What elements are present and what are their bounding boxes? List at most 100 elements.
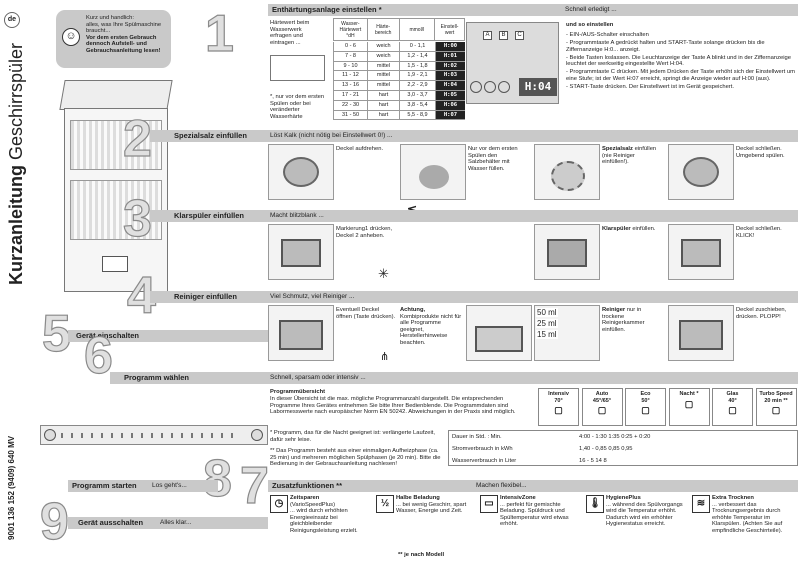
side-title-strip: de Kurzanleitung Geschirrspüler 9001 136… bbox=[2, 0, 26, 567]
drying-icon: ≋ bbox=[692, 495, 710, 513]
section7-right-title: Machen flexibel... bbox=[476, 482, 527, 489]
hardness-hint: Härtewert beim Wasserwerk erfragen und e… bbox=[270, 20, 310, 46]
section3-title: Klarspüler einfüllen bbox=[174, 211, 245, 220]
hardness-table-cell: 5,5 - 8,9 bbox=[399, 110, 435, 120]
program-name: Turbo Speed bbox=[759, 391, 793, 397]
program-temperature: 40° bbox=[728, 397, 737, 404]
program-overview-title: Programmübersicht bbox=[270, 389, 326, 395]
rinse-step2-text: Klarspüler einfüllen. bbox=[602, 226, 656, 232]
section1-right-title: Schnell erledigt ... bbox=[565, 6, 617, 13]
hardness-setting-cell: H:07 bbox=[435, 110, 465, 120]
salt-step4-text: Deckel schließen. Umgebend spülen. bbox=[736, 146, 785, 159]
detergent-fill-illustration bbox=[466, 305, 532, 361]
program-symbol-icon: ▢ bbox=[728, 405, 737, 415]
step-number-8: 8 bbox=[202, 450, 232, 508]
duration-values: 4:00 - 1:30 1:35 0:25 + 0:20 bbox=[579, 434, 651, 440]
duration-label: Dauer in Std. : Min. bbox=[452, 434, 502, 440]
hardness-table-cell: mittel bbox=[367, 71, 399, 81]
salt-step1-text: Deckel aufdrehen. bbox=[336, 146, 384, 152]
rinse-aid-open-illustration bbox=[268, 224, 334, 280]
energy-values: 1,40 - 0,85 0,85 0,95 bbox=[579, 446, 633, 452]
section6-subtitle: Schnell, sparsam oder intensiv ... bbox=[270, 374, 366, 381]
table-header-cell: mmol/l bbox=[398, 18, 436, 41]
energy-label: Stromverbrauch in kWh bbox=[452, 446, 513, 452]
setup-step: - Beide Tasten loslassen. Die Leuchtanze… bbox=[566, 54, 791, 68]
start-button[interactable] bbox=[251, 429, 263, 441]
table-header-cell: Härte-bereich bbox=[366, 18, 400, 41]
turbo-program-note: ** Das Programm besteht aus einer einmal… bbox=[270, 448, 441, 468]
section5-title: Gerät einschalten bbox=[76, 331, 139, 340]
hardness-table-cell: 1,5 - 1,8 bbox=[399, 61, 435, 71]
hardness-table-cell: 31 - 50 bbox=[333, 110, 367, 120]
intro-line1: Kurz und handlich: bbox=[86, 15, 135, 21]
program-option: Nacht *▢ bbox=[668, 388, 710, 426]
hardness-table-header: Wasser-Härtewert °dH Härte-bereich mmol/… bbox=[333, 18, 465, 41]
salt-lid-illustration bbox=[268, 144, 334, 200]
hardness-setting-cell: H:03 bbox=[435, 71, 465, 81]
dishwasher-illustration bbox=[59, 80, 173, 292]
spray-icon: ⋔ bbox=[380, 351, 390, 363]
hardness-table-cell: 0 - 1,1 bbox=[399, 42, 435, 51]
step-number-2: 2 bbox=[122, 110, 152, 168]
document-title: Kurzanleitung Geschirrspüler bbox=[6, 42, 26, 285]
hardness-entry-field[interactable] bbox=[270, 55, 325, 81]
section1-header: Enthärtungsanlage einstellen * Schnell e… bbox=[268, 4, 798, 16]
table-header-cell: Einstell-wert bbox=[434, 18, 465, 41]
salt-close-illustration bbox=[668, 144, 734, 200]
program-button-b[interactable] bbox=[484, 81, 496, 93]
hardness-setting-cell: H:04 bbox=[435, 81, 465, 90]
hardness-setting-cell: H:05 bbox=[435, 90, 465, 100]
program-name: Nacht * bbox=[679, 391, 699, 397]
section2-subtitle: Löst Kalk (nicht nötig bei Einstellwert … bbox=[270, 132, 393, 139]
hardness-table-cell: 1,2 - 1,4 bbox=[399, 51, 435, 61]
program-name: Auto bbox=[595, 391, 609, 397]
hardness-table-cell: 13 - 16 bbox=[333, 81, 367, 90]
sparkle-icon: ✳ bbox=[378, 266, 389, 281]
hardness-table-cell: weich bbox=[367, 42, 399, 51]
hardness-table-cell: 1,9 - 2,1 bbox=[399, 71, 435, 81]
control-panel-illustration: A B C H:04 bbox=[466, 22, 559, 104]
program-temperature: 50° bbox=[641, 397, 650, 404]
section8-header: Programm starten Los geht's... bbox=[68, 480, 218, 492]
clock-icon: ◷ bbox=[270, 495, 288, 513]
section5-header: Gerät einschalten bbox=[68, 330, 268, 342]
program-button-c[interactable] bbox=[498, 81, 510, 93]
hardness-setting-cell: H:02 bbox=[435, 61, 465, 71]
section4-title: Reiniger einfüllen bbox=[174, 292, 237, 301]
hardness-table-cell: 17 - 21 bbox=[333, 90, 367, 100]
step-number-9: 9 bbox=[39, 493, 69, 551]
section6-title: Programm wählen bbox=[124, 373, 190, 382]
hardness-table-cell: mittel bbox=[367, 61, 399, 71]
step-number-7: 7 bbox=[239, 457, 269, 515]
language-badge: de bbox=[4, 12, 20, 28]
rinse-aid-fill-illustration bbox=[534, 224, 600, 280]
digit-display: H:04 bbox=[519, 78, 557, 96]
measure-25ml: 25 ml bbox=[536, 319, 558, 328]
measure-15ml: 15 ml bbox=[536, 330, 558, 339]
extra-item-3: IntensivZone... perfekt für gemischte Be… bbox=[500, 495, 569, 528]
detergent-step3-text: Reiniger nur in trockene Reinigerkammer … bbox=[602, 307, 645, 333]
setup-step: - EIN-/AUS-Schalter einschalten bbox=[566, 32, 649, 38]
hardness-table-cell: weich bbox=[367, 51, 399, 61]
program-overview-text: In dieser Übersicht ist die max. möglich… bbox=[270, 396, 516, 416]
hardness-table-cell: 2,2 - 2,9 bbox=[399, 81, 435, 90]
detergent-step1-text: Eventuell Deckel öffnen (Taste drücken). bbox=[336, 307, 396, 320]
power-switch[interactable] bbox=[44, 429, 56, 441]
intro-warning: Vor dem ersten Gebrauch dennoch Aufstell… bbox=[86, 34, 161, 54]
section4-subtitle: Viel Schmutz, viel Reiniger ... bbox=[270, 293, 355, 300]
setup-step: - Programmtaste A gedrückt halten und ST… bbox=[566, 40, 765, 53]
hardness-table: Wasser-Härtewert °dH Härte-bereich mmol/… bbox=[333, 18, 465, 41]
step-number-6: 6 bbox=[83, 327, 113, 385]
program-temperature: 70° bbox=[554, 397, 563, 404]
salt-step2-text: Nur vor dem ersten Spülen den Salzbehält… bbox=[468, 146, 518, 172]
program-button-a[interactable] bbox=[470, 81, 482, 93]
